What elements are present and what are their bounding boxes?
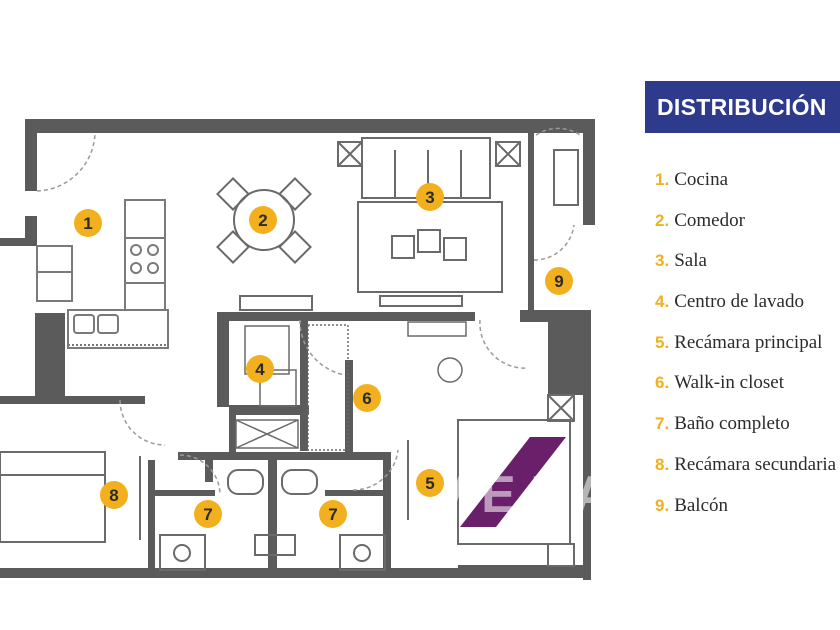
room-marker-7: 7 <box>194 500 222 528</box>
legend-label: Sala <box>674 250 707 272</box>
floor-plan: V E L A 1 2 3 4 5 6 7 7 8 9 <box>0 119 600 580</box>
legend-item: 2.Comedor <box>655 207 840 248</box>
legend-item: 3.Sala <box>655 247 840 288</box>
walls <box>0 119 595 580</box>
room-markers: 1 2 3 4 5 6 7 7 8 9 <box>74 183 573 528</box>
legend-number: 1. <box>655 170 670 189</box>
marker-number: 2 <box>258 211 267 230</box>
bedroom-furniture <box>0 149 579 567</box>
marker-circle <box>416 469 444 497</box>
marker-circle <box>100 481 128 509</box>
marker-number: 1 <box>83 214 92 233</box>
legend-label: Cocina <box>674 169 729 190</box>
room-marker-5: 5 <box>416 469 444 497</box>
legend-item: 7.Baño completo <box>655 410 840 451</box>
room-marker-4: 4 <box>246 355 274 383</box>
legend-number: 5. <box>655 332 670 352</box>
bathroom-fixtures <box>159 469 386 571</box>
room-legend: 1.Cocina 2.Comedor 3.Sala 4.Centro de la… <box>655 166 840 532</box>
legend-number: 9. <box>655 495 670 515</box>
legend-item: 1.Cocina <box>655 166 840 207</box>
legend-label: Recámara principal <box>674 331 823 353</box>
legend-number: 2. <box>655 210 670 230</box>
marker-circle <box>74 209 102 237</box>
marker-number: 7 <box>203 505 212 524</box>
marker-number: 6 <box>362 389 371 408</box>
room-marker-1: 1 <box>74 209 102 237</box>
distribution-heading: DISTRIBUCIÓN <box>645 81 840 133</box>
marker-circle <box>194 500 222 528</box>
marker-circle <box>545 267 573 295</box>
marker-number: 9 <box>554 272 563 291</box>
room-marker-3: 3 <box>416 183 444 211</box>
watermark-text: V E L A <box>432 466 600 524</box>
legend-label: Centro de lavado <box>674 291 804 313</box>
legend-label: Recámara secundaria <box>674 453 837 475</box>
legend-label: Walk-in closet <box>674 372 784 394</box>
room-marker-8: 8 <box>100 481 128 509</box>
legend-number: 4. <box>655 292 670 312</box>
legend-label: Comedor <box>674 209 745 231</box>
legend-number: 6. <box>655 373 670 393</box>
marker-number: 5 <box>425 474 434 493</box>
marker-circle <box>353 384 381 412</box>
room-marker-2: 2 <box>249 206 277 234</box>
dining-set <box>216 177 312 264</box>
doors <box>36 127 581 496</box>
room-marker-7: 7 <box>319 500 347 528</box>
legend-number: 8. <box>655 454 670 474</box>
legend-item: 4.Centro de lavado <box>655 288 840 329</box>
legend-label: Baño completo <box>674 413 790 435</box>
legend-number: 7. <box>655 414 670 434</box>
marker-circle <box>249 206 277 234</box>
legend-label: Balcón <box>674 494 729 516</box>
marker-number: 8 <box>109 486 118 505</box>
marker-number: 3 <box>425 188 434 207</box>
living-set <box>239 137 521 311</box>
watermark-logo <box>460 437 566 527</box>
marker-circle <box>416 183 444 211</box>
marker-number: 4 <box>255 360 265 379</box>
marker-circle <box>246 355 274 383</box>
marker-number: 7 <box>328 505 337 524</box>
legend-item: 5.Recámara principal <box>655 329 840 370</box>
laundry-and-closet <box>235 321 467 451</box>
marker-circle <box>319 500 347 528</box>
kitchen-fixtures <box>36 199 169 349</box>
legend-item: 9.Balcón <box>655 492 840 533</box>
room-marker-9: 9 <box>545 267 573 295</box>
legend-item: 8.Recámara secundaria <box>655 451 840 492</box>
legend-number: 3. <box>655 251 670 271</box>
room-marker-6: 6 <box>353 384 381 412</box>
legend-item: 6.Walk-in closet <box>655 369 840 410</box>
